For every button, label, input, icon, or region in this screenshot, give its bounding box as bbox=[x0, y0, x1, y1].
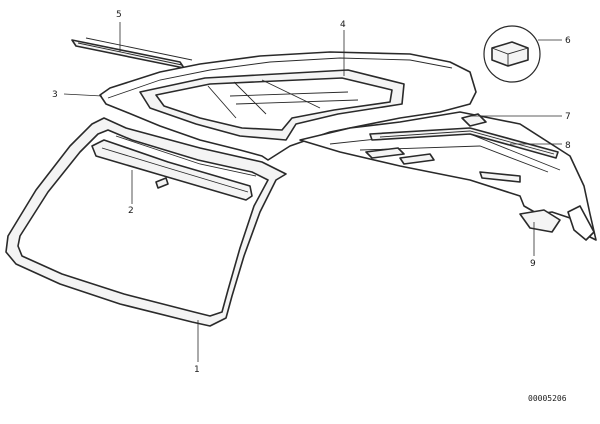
callout-5: 5 bbox=[116, 10, 122, 20]
callout-4: 4 bbox=[340, 20, 346, 30]
part-6-seal-block-detail bbox=[483, 25, 541, 83]
part-7-clip bbox=[461, 113, 487, 127]
callout-6: 6 bbox=[565, 36, 571, 46]
callout-9: 9 bbox=[530, 259, 536, 269]
leader-lines bbox=[63, 22, 562, 362]
callout-1: 1 bbox=[194, 365, 200, 375]
diagram-code: 00005206 bbox=[528, 394, 567, 403]
part-4-sunroof-frame bbox=[139, 69, 405, 141]
part-8-inner-strip bbox=[369, 127, 559, 159]
callout-3: 3 bbox=[52, 90, 58, 100]
part-2-trim-strip bbox=[91, 139, 253, 201]
callout-7: 7 bbox=[565, 112, 571, 122]
part-5-guide-rails bbox=[71, 37, 193, 69]
callout-2: 2 bbox=[128, 206, 134, 216]
callout-8: 8 bbox=[565, 141, 571, 151]
